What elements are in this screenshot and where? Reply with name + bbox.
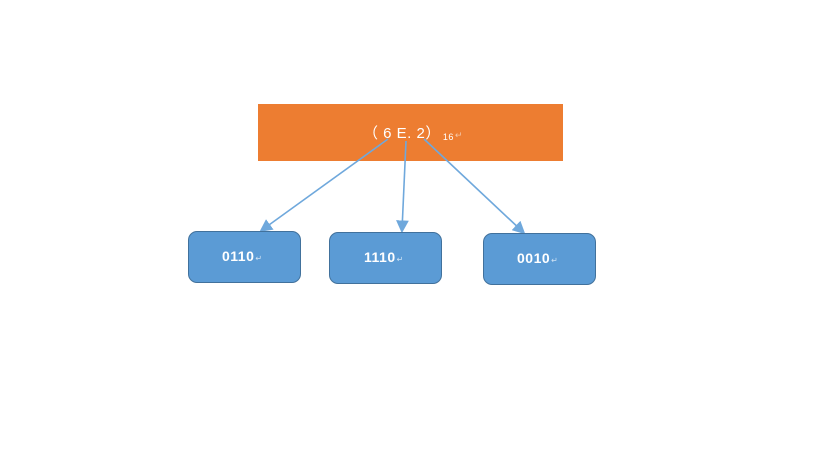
node-2-label: 1110↵: [364, 249, 404, 265]
node-1-label: 0110↵: [222, 248, 263, 264]
paragraph-mark-icon: ↵: [396, 255, 404, 264]
paragraph-mark-icon: ↵: [551, 256, 559, 265]
root-label: （ 6 E. 2）16↵: [363, 122, 463, 143]
node-1-text: 0110: [222, 248, 255, 264]
node-3-text: 0010: [517, 250, 551, 266]
root-label-text: （ 6 E. 2）: [363, 125, 441, 142]
node-2: [329, 232, 442, 284]
root-subscript: 16: [442, 132, 454, 142]
node-3: [483, 233, 596, 285]
node-2-text: 1110: [364, 249, 396, 265]
paragraph-mark-icon: ↵: [454, 130, 463, 140]
paragraph-mark-icon: ↵: [255, 254, 263, 263]
node-1: [188, 231, 301, 283]
node-3-label: 0010↵: [517, 250, 558, 266]
